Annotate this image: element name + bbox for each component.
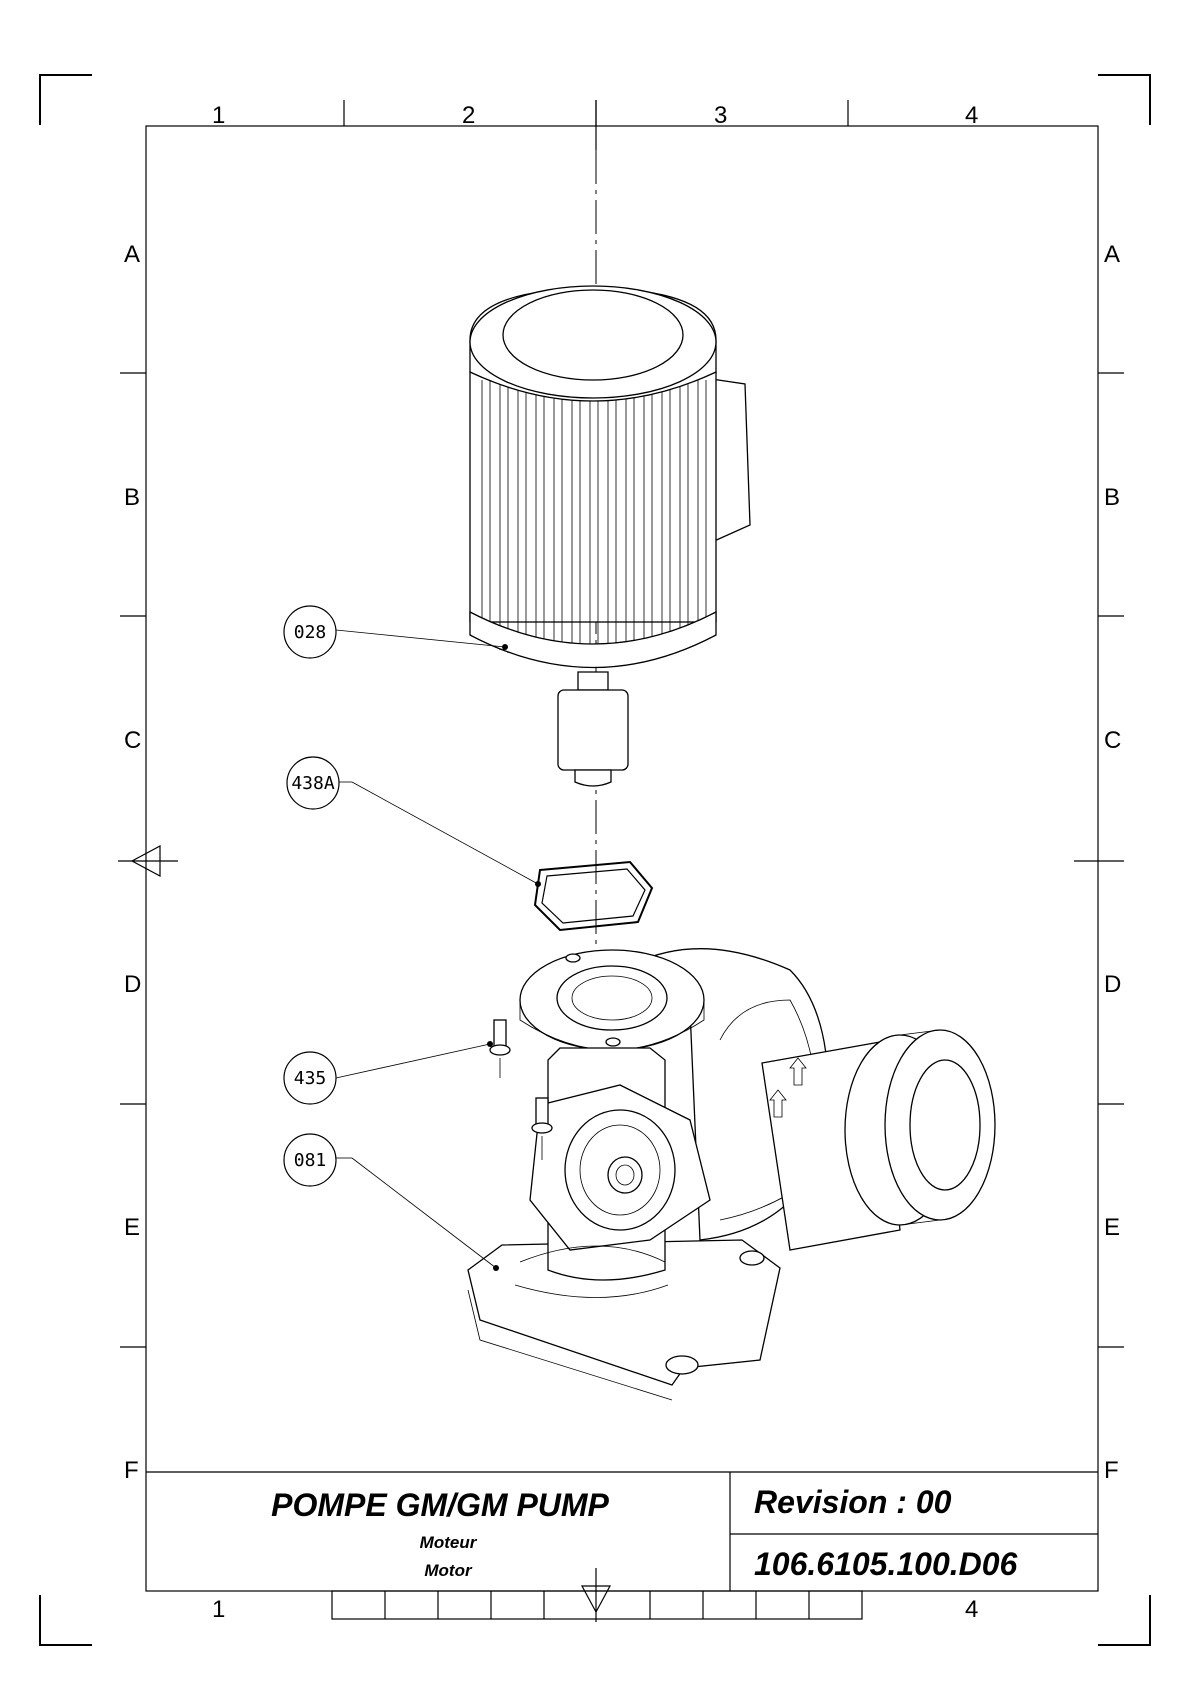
col-label-bottom-4: 4 <box>965 1596 978 1623</box>
callout-081: 081 <box>284 1134 499 1271</box>
row-label-left-c: C <box>124 727 141 754</box>
row-label-right-e: E <box>1104 1214 1120 1241</box>
row-label-left-d: D <box>124 971 141 998</box>
callout-438a: 438A <box>287 757 541 887</box>
centering-mark-bottom-icon <box>582 1568 610 1622</box>
reference-scale-boxes <box>332 1591 862 1619</box>
callout-435-label: 435 <box>294 1068 327 1089</box>
col-label-top-3: 3 <box>714 102 727 129</box>
row-label-right-c: C <box>1104 727 1121 754</box>
drawing-number: 106.6105.100.D06 <box>754 1546 1018 1582</box>
col-label-bottom-1: 1 <box>212 1596 225 1623</box>
row-label-left-a: A <box>124 241 140 268</box>
title-block: POMPE GM/GM PUMP Moteur Motor Revision :… <box>146 1472 1098 1591</box>
o-ring-drawing <box>535 862 652 930</box>
col-label-top-1: 1 <box>212 102 225 129</box>
centering-mark-left-icon <box>118 846 178 876</box>
row-label-left-e: E <box>124 1214 140 1241</box>
col-label-top-2: 2 <box>462 102 475 129</box>
callout-028-label: 028 <box>294 622 327 643</box>
row-label-left-b: B <box>124 484 140 511</box>
col-label-top-4: 4 <box>965 102 978 129</box>
row-label-right-b: B <box>1104 484 1120 511</box>
drawing-title: POMPE GM/GM PUMP <box>271 1487 609 1523</box>
row-label-right-a: A <box>1104 241 1120 268</box>
callout-435: 435 <box>284 1041 493 1104</box>
revision-label: Revision : 00 <box>754 1484 952 1520</box>
callout-438a-label: 438A <box>291 773 335 794</box>
drawing-subtitle-fr: Moteur <box>420 1533 478 1552</box>
row-label-left-f: F <box>124 1457 139 1484</box>
drawing-subtitle-en: Motor <box>424 1561 473 1580</box>
row-label-right-f: F <box>1104 1457 1119 1484</box>
pump-body-drawing <box>468 949 995 1400</box>
motor-drawing <box>470 286 750 786</box>
callout-081-label: 081 <box>294 1150 327 1171</box>
row-label-right-d: D <box>1104 971 1121 998</box>
